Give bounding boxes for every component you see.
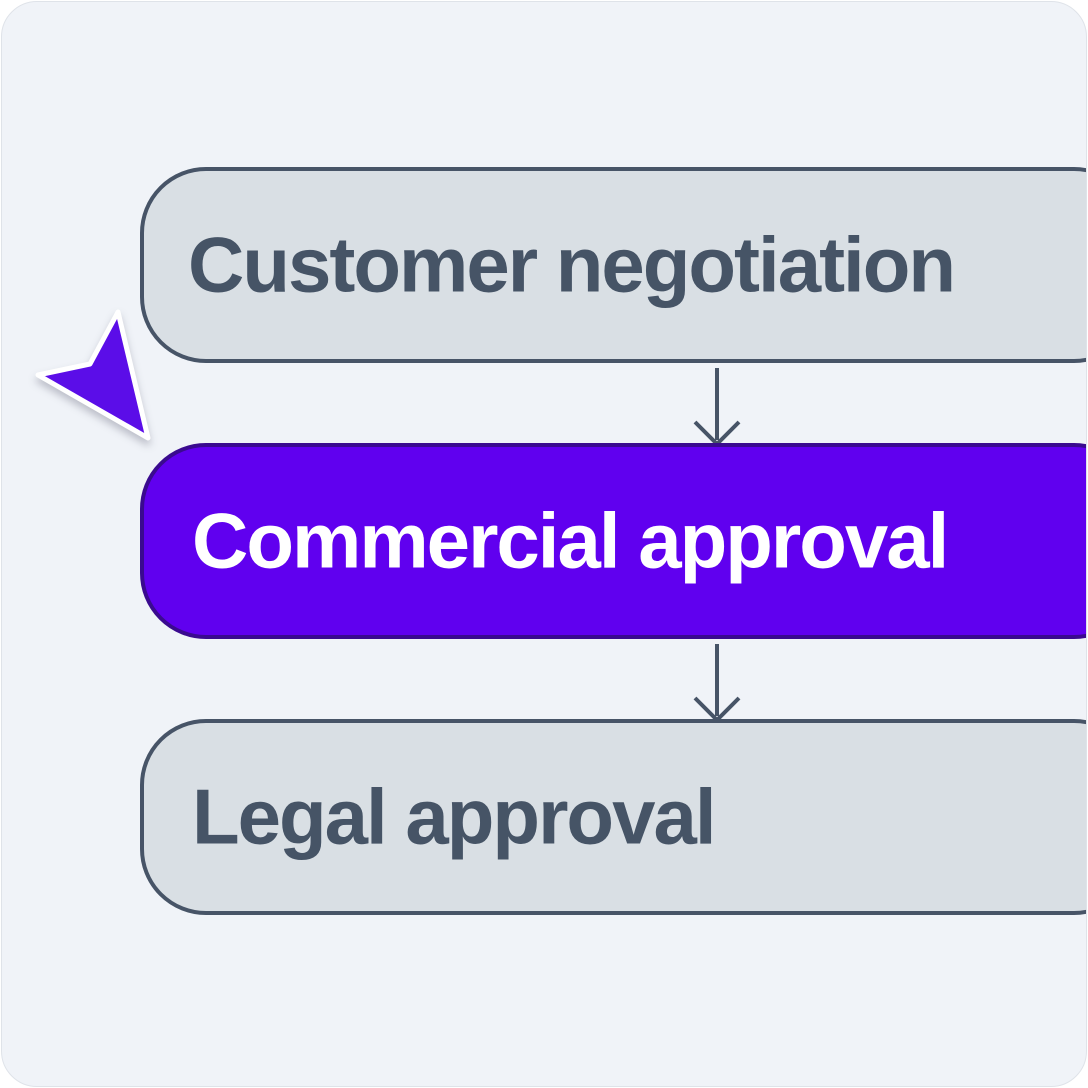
flow-connector-2 [715,644,719,716]
flow-connector-1 [715,368,719,440]
step-label: Customer negotiation [188,220,956,309]
step-label: Legal approval [192,772,716,861]
step-customer-negotiation[interactable]: Customer negotiation [140,167,1086,363]
step-label: Commercial approval [192,496,949,585]
step-legal-approval[interactable]: Legal approval [140,719,1086,915]
pointer-arrow-icon [35,309,151,441]
step-commercial-approval[interactable]: Commercial approval [140,443,1086,639]
